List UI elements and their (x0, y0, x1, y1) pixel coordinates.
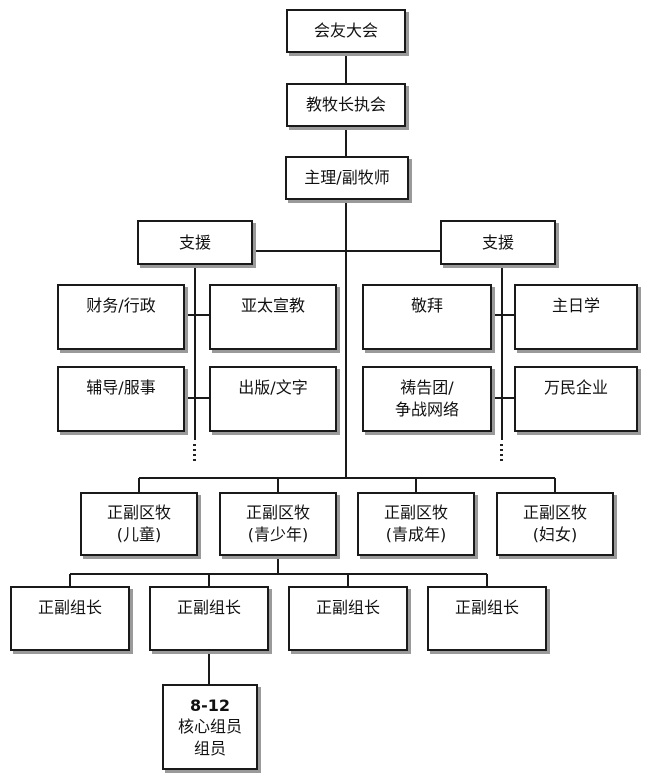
box-dao-gao-tuan: 祷告团/ 争战网络 (362, 366, 492, 432)
label-core-group-count: 8-12 (189, 695, 231, 715)
box-group-leader-3: 正副组长 (288, 586, 408, 651)
box-fu-dao-fu-shi: 辅导/服事 (57, 366, 185, 432)
box-district-women: 正副区牧 (妇女) (496, 492, 614, 556)
label-core-group-membership: 组员 (193, 738, 226, 758)
label-cai-wu-xing-zheng: 财务/行政 (86, 296, 156, 315)
box-jing-bai: 敬拜 (362, 284, 492, 350)
label-dao-gao-tuan-line1: 祷告团/ (400, 378, 454, 397)
label-district-youth: (青少年) (247, 525, 309, 544)
label-jing-bai: 敬拜 (410, 296, 443, 315)
continuation-dots-left (193, 444, 196, 462)
label-ya-tai-xuan-jiao: 亚太宣教 (240, 296, 305, 315)
box-group-leader-4: 正副组长 (427, 586, 547, 651)
label-district-title: 正副区牧 (245, 503, 310, 523)
box-support-left: 支援 (137, 220, 253, 265)
label-dao-gao-tuan-line2: 争战网络 (394, 399, 459, 419)
label-support-left: 支援 (178, 232, 211, 252)
label-group-leader: 正副组长 (454, 598, 519, 617)
box-district-young-adult: 正副区牧 (青成年) (357, 492, 475, 556)
box-ya-tai-xuan-jiao: 亚太宣教 (209, 284, 337, 350)
label-district-children: (儿童) (116, 525, 162, 544)
label-jiao-mu-zhang-zhi-hui: 教牧长执会 (305, 95, 386, 115)
box-core-group: 8-12 核心组员 组员 (162, 684, 258, 770)
label-district-title: 正副区牧 (383, 503, 448, 523)
box-jiao-mu-zhang-zhi-hui: 教牧长执会 (286, 83, 406, 127)
label-core-group-members: 核心组员 (177, 717, 242, 737)
label-group-leader: 正副组长 (176, 598, 241, 617)
box-zhu-ri-xue: 主日学 (514, 284, 638, 350)
label-zhu-ri-xue: 主日学 (551, 296, 600, 315)
box-cai-wu-xing-zheng: 财务/行政 (57, 284, 185, 350)
label-fu-dao-fu-shi: 辅导/服事 (86, 378, 156, 397)
box-support-right: 支援 (440, 220, 556, 265)
label-hui-you-da-hui: 会友大会 (313, 21, 378, 41)
box-group-leader-2: 正副组长 (149, 586, 269, 651)
box-district-children: 正副区牧 (儿童) (80, 492, 198, 556)
box-zhu-li-fu-mu-shi: 主理/副牧师 (285, 156, 409, 200)
box-district-youth: 正副区牧 (青少年) (219, 492, 337, 556)
label-zhu-li-fu-mu-shi: 主理/副牧师 (304, 168, 390, 188)
label-district-title: 正副区牧 (522, 503, 587, 523)
label-district-young-adult: (青成年) (385, 525, 447, 544)
box-chu-ban-wen-zi: 出版/文字 (209, 366, 337, 432)
continuation-dots-right (500, 444, 503, 462)
box-group-leader-1: 正副组长 (10, 586, 130, 651)
label-district-women: (妇女) (532, 525, 578, 544)
box-hui-you-da-hui: 会友大会 (286, 9, 406, 53)
label-chu-ban-wen-zi: 出版/文字 (238, 378, 308, 397)
label-support-right: 支援 (481, 232, 514, 252)
box-wan-min-qi-ye: 万民企业 (514, 366, 638, 432)
label-wan-min-qi-ye: 万民企业 (543, 378, 608, 397)
label-district-title: 正副区牧 (106, 503, 171, 523)
label-group-leader: 正副组长 (37, 598, 102, 617)
label-group-leader: 正副组长 (315, 598, 380, 617)
